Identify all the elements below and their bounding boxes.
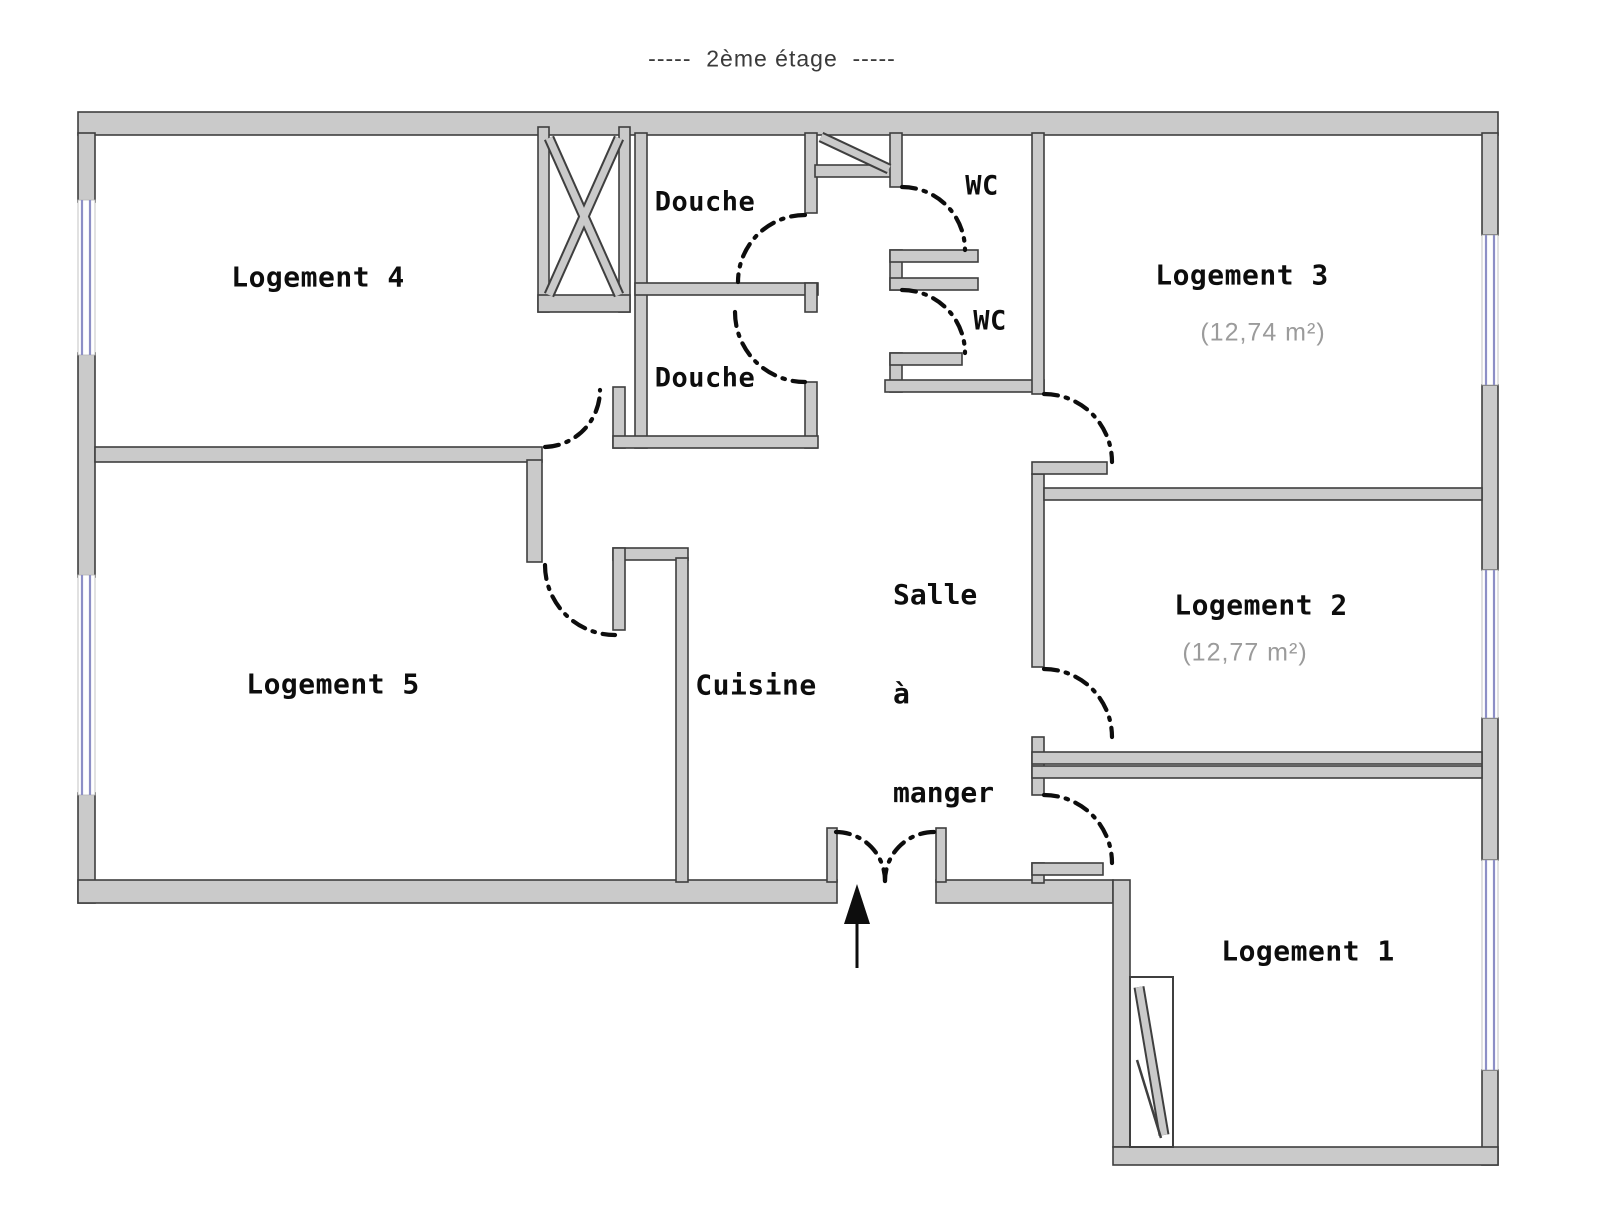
door-swing-arc-douche-haut (735, 212, 808, 285)
wall-log4-bottom (94, 446, 543, 463)
wall-segment-log1-left (1112, 879, 1131, 1148)
salle-line-2: à (893, 677, 910, 710)
room-label-wc-haut: WC (965, 170, 999, 202)
window-glazing (1481, 859, 1499, 1071)
room-label-douche-bas: Douche (654, 362, 756, 394)
wall-corridor (1031, 473, 1045, 668)
wall-segment-log1-bottom (1112, 1146, 1499, 1166)
window-frame (1481, 234, 1499, 386)
window-frame (1481, 859, 1499, 1071)
window-glazing (77, 199, 96, 356)
room-label-logement3: Logement 3 (1155, 258, 1329, 292)
wall-segment-bottom (935, 879, 1114, 904)
exterior-walls (77, 111, 1499, 1166)
window-glazing (1481, 234, 1499, 386)
room-label-salle-a-manger: Salle à manger (893, 512, 994, 875)
wall-wc-divider (889, 277, 979, 291)
salle-line-1: Salle (893, 578, 978, 611)
door-swing-arc-logement2 (1041, 666, 1115, 740)
wall-shaft-right (618, 126, 631, 313)
wall-douche-bottom (612, 435, 819, 449)
door-arcs (542, 184, 1115, 884)
room-label-logement5: Logement 5 (246, 667, 420, 701)
windows (77, 199, 1499, 1071)
wall-wc-bottom (884, 379, 1045, 393)
wall-door-stub-log3 (1031, 461, 1108, 475)
wall-door-stub-log1 (1031, 862, 1104, 876)
wall-cuisine-left (675, 557, 689, 883)
door-swing-arc-entrance-right (882, 829, 937, 884)
shaft-cross-line (545, 136, 623, 297)
wall-segment-right (1481, 717, 1499, 861)
wall-segment-left (77, 352, 96, 578)
wall-segment-right (1481, 384, 1499, 571)
wall-douche-divider (634, 282, 819, 296)
entrance-arrow (844, 884, 870, 968)
entrance-arrow-head (844, 884, 870, 924)
door-swing-arc-douche-bas (732, 309, 808, 385)
wall-segment-left (77, 132, 96, 203)
wall-segment-bottom (77, 879, 838, 904)
door-swing-arc-entrance-left (833, 829, 888, 884)
wall-douche-jamb (804, 282, 818, 313)
wall-cuisine-jamb (612, 547, 626, 631)
door-swing-arc-wc-haut (899, 184, 968, 253)
wall-log2-bottom (1031, 751, 1483, 765)
wall-shaft-bottom (537, 294, 631, 313)
wall-wc-left (889, 132, 903, 188)
wall-dogleg (526, 459, 543, 563)
interior-walls (94, 126, 1483, 884)
door-swing-arc-logement3 (1041, 391, 1115, 465)
room-label-douche-haut: Douche (654, 186, 756, 218)
door-leaf-line (1135, 1059, 1163, 1139)
wall-corridor (1031, 132, 1045, 395)
window-glazing (77, 574, 96, 796)
wall-log3-log2-divider (1043, 487, 1483, 501)
window-glazing (1481, 569, 1499, 719)
room-label-cuisine: Cuisine (695, 668, 817, 702)
salle-line-3: manger (893, 776, 995, 809)
wall-segment-top (77, 111, 1499, 136)
room-label-logement1: Logement 1 (1221, 934, 1395, 968)
entrance-jamb (935, 827, 947, 883)
door-leaf-line (819, 133, 891, 173)
wall-log1-top (1031, 765, 1483, 779)
door-leaf-line (1135, 986, 1168, 1136)
wall-wc-stub (889, 352, 963, 366)
window-frame (77, 574, 96, 796)
open-door-leaf (818, 132, 892, 174)
door-swing-arc-logement1 (1041, 792, 1115, 866)
wall-shaft-left (537, 126, 550, 313)
shaft-cross-symbol (543, 135, 625, 298)
window-frame (77, 199, 96, 356)
door-swing-arc-wc-bas (899, 287, 968, 356)
door-swing-arc-logement5 (542, 562, 618, 638)
floor-title: ----- 2ème étage ----- (648, 45, 896, 72)
entrance-jamb (826, 827, 838, 883)
room-label-logement4: Logement 4 (231, 260, 405, 294)
window-frame (1481, 569, 1499, 719)
wall-segment-right (1481, 132, 1499, 236)
room-label-logement2: Logement 2 (1174, 588, 1348, 622)
room-area-logement2: (12,77 m²) (1182, 638, 1308, 667)
wall-wc-divider (889, 249, 979, 263)
room-area-logement3: (12,74 m²) (1200, 318, 1326, 347)
open-door-leaf (1129, 976, 1174, 1148)
door-swing-arc-logement4 (542, 387, 603, 450)
room-label-wc-bas: WC (973, 305, 1007, 337)
